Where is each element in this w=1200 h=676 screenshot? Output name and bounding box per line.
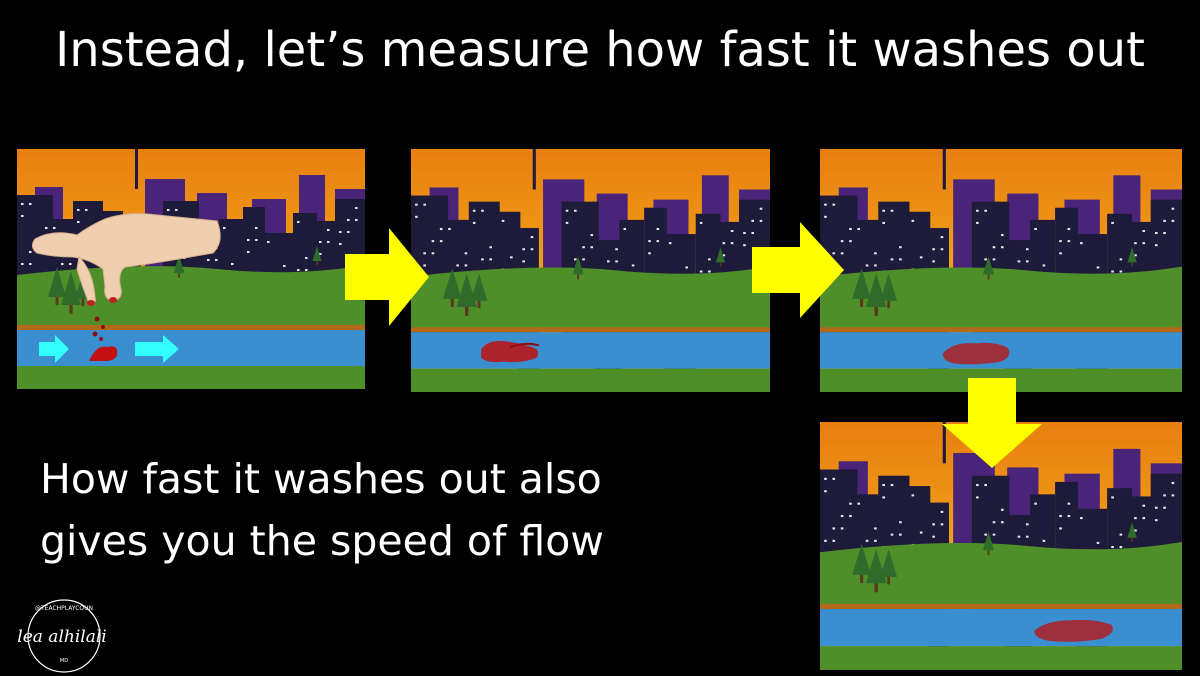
- river: [17, 330, 365, 366]
- river-bank: [820, 327, 1182, 332]
- right-arrow-icon: [752, 222, 844, 318]
- slide-caption: How fast it washes out also gives you th…: [40, 448, 604, 572]
- right-arrow-icon: [345, 228, 429, 326]
- river-bank: [411, 327, 770, 332]
- logo-signature: lea alhilali: [17, 627, 106, 647]
- river-bank: [820, 604, 1182, 609]
- scene-2-illustration: [411, 149, 770, 392]
- scene-panel-3: [820, 149, 1182, 392]
- scene-1-illustration: [17, 149, 365, 389]
- watermark-logo: @TEACHPLAYCOUN lea alhilali MD: [2, 596, 122, 676]
- caption-line-1: How fast it washes out also: [40, 448, 604, 510]
- logo-credential: MD: [60, 658, 68, 664]
- scene-panel-1: [17, 149, 365, 389]
- river-bank: [17, 325, 365, 330]
- scene-3-illustration: [820, 149, 1182, 392]
- caption-line-2: gives you the speed of flow: [40, 510, 604, 572]
- river: [411, 332, 770, 368]
- down-arrow-icon: [942, 378, 1042, 468]
- slide-title: Instead, let’s measure how fast it washe…: [0, 22, 1200, 80]
- river: [820, 609, 1182, 646]
- dye-plume: [481, 341, 539, 362]
- logo-ring-text: @TEACHPLAYCOUN: [35, 605, 93, 612]
- scene-panel-2: [411, 149, 770, 392]
